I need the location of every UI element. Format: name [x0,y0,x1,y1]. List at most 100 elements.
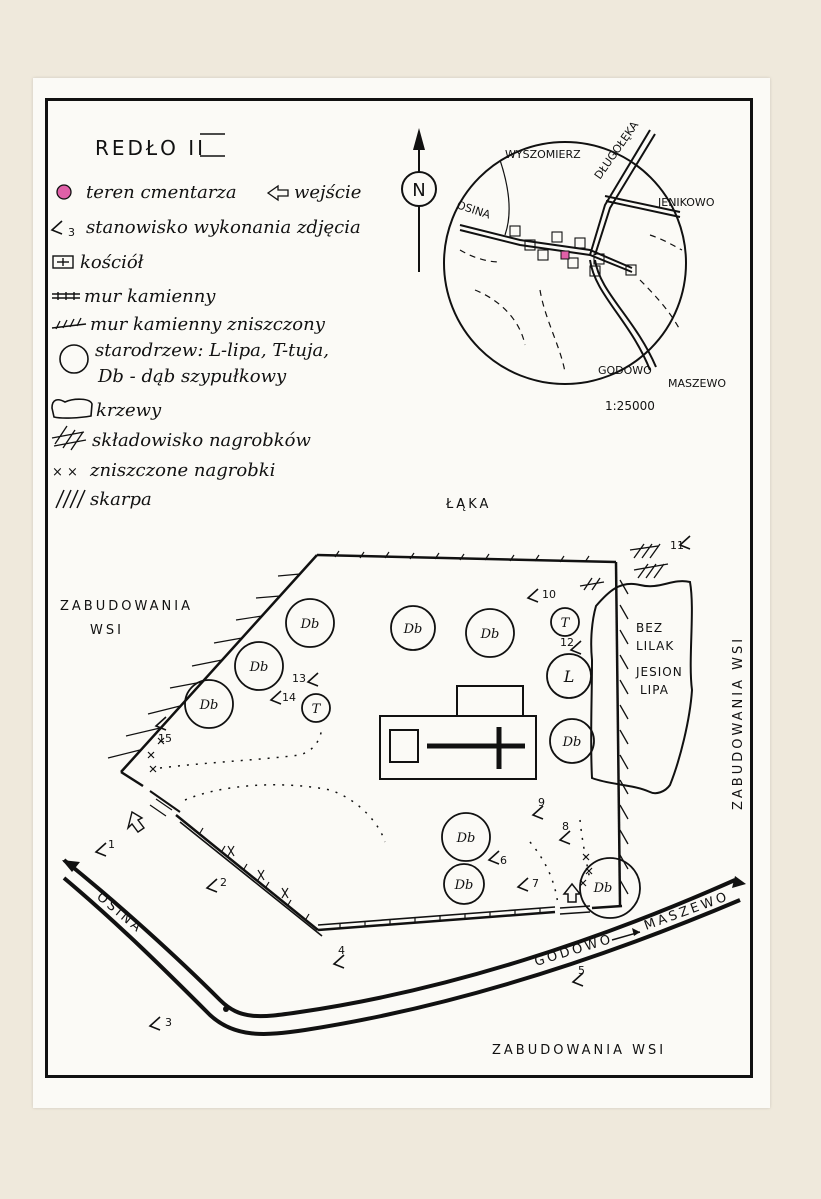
svg-text:14: 14 [282,691,296,704]
photo-point-3: 3 [149,1016,172,1031]
legend-destroyed-gravestones: zniszczone nagrobki [89,460,275,481]
inset-label-godowo: GODOWO [598,364,652,377]
svg-text:Db: Db [199,698,219,713]
inset-scale: 1:25000 [605,399,655,413]
label-village-left-2: WSI [90,623,124,638]
church [379,685,537,780]
svg-text:T: T [561,616,571,631]
legend-old-trees: starodrzew: L-lipa, T-tuja, [95,340,329,361]
legend-stone-wall: mur kamienny [84,286,216,307]
photo-point-6: 6 [488,850,507,867]
svg-text:N: N [412,180,425,201]
svg-text:11: 11 [670,539,684,552]
inset-label-jenikowo: JENIKOWO [657,196,715,209]
destroyed-gravestones-icon: × × [52,465,78,480]
photo-points: 1 2 3 4 5 6 7 8 9 10 11 12 13 14 15 [95,535,691,1031]
tree-t7: L [546,653,592,699]
photo-point-7: 7 [517,877,539,892]
shrubs-icon [51,398,93,419]
dotted-paths [159,727,591,906]
photo-point-4: 4 [333,944,345,969]
svg-text:2: 2 [220,876,227,889]
north-arrow-icon: N [401,128,437,272]
photo-point-8: 8 [559,820,571,845]
svg-text:Db: Db [480,627,500,642]
west-entrance-icon [126,810,146,833]
photo-point-13: 13 [292,672,319,687]
svg-text:Db: Db [403,622,423,637]
legend-slope: skarpa [90,489,152,510]
svg-text:Db: Db [456,831,476,846]
south-entrance-icon [562,882,582,903]
svg-text:9: 9 [538,796,545,809]
tree-t9: T [301,693,331,723]
map-frame [45,98,753,1078]
photo-point-15: 15 [155,716,172,745]
legend-shrubs: krzewy [96,400,162,421]
map-title: REDŁO II [95,136,206,160]
legend-photo-position: stanowisko wykonania zdjęcia [86,217,361,238]
inset-label-maszewo: MASZEWO [668,377,726,390]
cemetery-boundary [107,550,629,937]
tree-t5: Db [465,608,515,658]
svg-text:7: 7 [532,877,539,890]
photo-point-9: 9 [532,796,545,820]
cemetery-area-icon [56,184,72,200]
shrub-label-lilac-elder: BEZ [636,621,663,635]
label-meadow: ŁĄKA [445,497,491,512]
photo-point-12: 12 [560,636,582,655]
svg-text:Db: Db [562,735,582,750]
svg-text:8: 8 [562,820,569,833]
legend-old-trees-2: Db - dąb szypułkowy [97,366,287,387]
road-arrow-maszewo-icon [732,876,746,888]
svg-text:3: 3 [165,1016,172,1029]
svg-text:Db: Db [300,617,320,632]
slope-icon [55,489,86,509]
svg-text:6: 6 [500,854,507,867]
entrance-icon [266,184,289,202]
stone-wall-icon [52,292,80,300]
photo-point-11: 11 [670,535,691,552]
svg-text:13: 13 [292,672,306,685]
tree-t4: Db [390,605,436,651]
label-village-bottom: ZABUDOWANIA WSI [492,1043,666,1058]
legend-cemetery: teren cmentarza [86,182,237,203]
tree-t8: Db [549,718,595,764]
tree-t2: Db [234,641,284,691]
legend-gravestone-storage: składowisko nagrobków [92,430,311,451]
tree-t3: Db [184,679,234,729]
tree-t1: Db [285,598,335,648]
photo-position-icon: 3 [51,220,75,239]
damaged-wall-icon [51,317,87,330]
road-arrow-osina-icon [62,860,80,872]
photo-point-14: 14 [270,690,296,705]
svg-text:Db: Db [249,660,269,675]
label-village-left: ZABUDOWANIA [60,599,193,614]
old-tree-icon [59,344,89,374]
svg-text:1: 1 [108,838,115,851]
svg-text:12: 12 [560,636,574,649]
svg-text:10: 10 [542,588,556,601]
label-village-right: ZABUDOWANIA WSI [731,636,746,810]
photo-point-10: 10 [527,588,556,603]
destroyed-gravestones [147,737,593,887]
svg-text:T: T [312,702,322,717]
svg-text:3: 3 [68,226,75,239]
tree-t6: T [550,607,580,637]
legend-entrance: wejście [294,182,361,203]
tree-t11: Db [443,863,485,905]
svg-text:15: 15 [158,732,172,745]
svg-text:4: 4 [338,944,345,957]
photo-point-5: 5 [572,964,585,987]
gravestone-storage [579,543,669,591]
svg-text:Db: Db [593,881,613,896]
shrubs-area [590,580,694,795]
legend-church: kościół [80,252,144,273]
tree-t12: Db [579,857,641,919]
legend: teren cmentarza wejście 3 stanowisko wyk… [51,182,361,510]
church-icon [52,255,74,269]
shrub-label-linden: LIPA [640,683,669,697]
inset-label-wyszomierz: WYSZOMIERZ [505,148,581,161]
svg-text:5: 5 [578,964,585,977]
